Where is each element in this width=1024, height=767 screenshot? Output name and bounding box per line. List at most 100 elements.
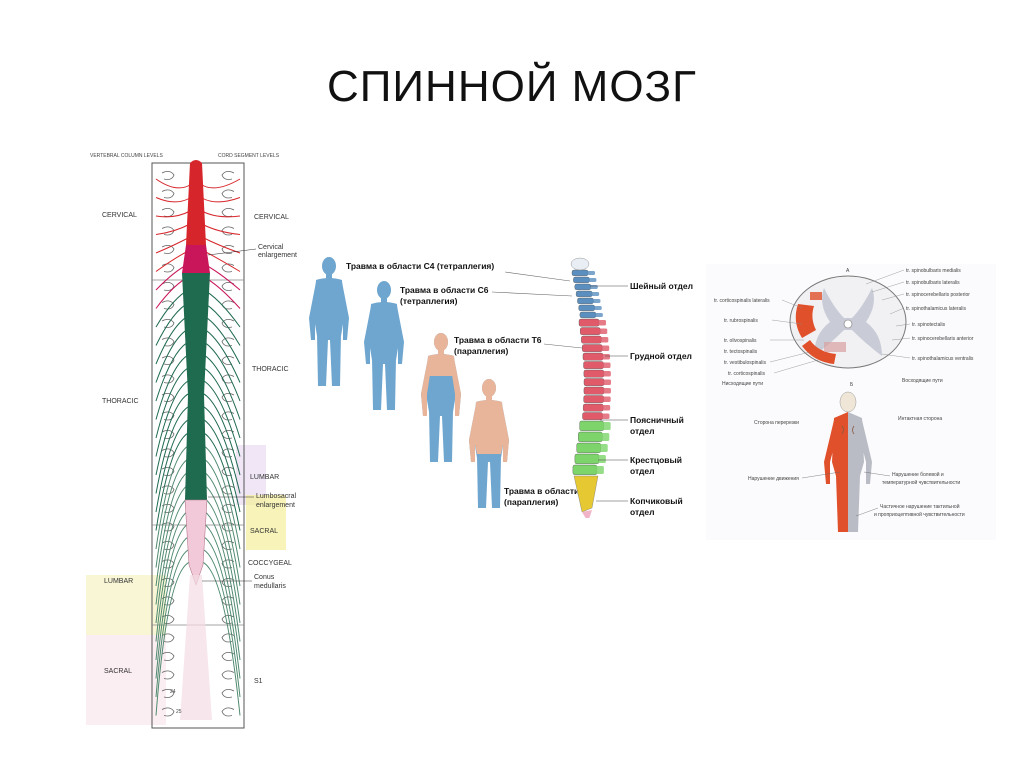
vertebra (580, 327, 601, 336)
vertebra-process (602, 388, 611, 394)
vertebra-process (602, 362, 611, 368)
nerve-root (201, 418, 241, 513)
skull-base (570, 257, 590, 271)
right-level-sacral: SACRAL (250, 528, 278, 535)
vertebra (578, 304, 595, 312)
vertebra (575, 290, 593, 298)
vertebra-curl (161, 467, 175, 476)
nerve-root (201, 197, 241, 203)
nerve-root (155, 392, 191, 476)
nerve-root (201, 392, 241, 476)
injury-l1-label-1: Травма в области L1 (504, 486, 592, 496)
nerve-root (201, 444, 241, 550)
vertebra-process (599, 444, 608, 452)
left-level-thoracic: THORACIC (102, 398, 139, 405)
vertebra-process (601, 433, 610, 441)
tract-label-r0: tr. spinobulbaris medialis (906, 268, 961, 274)
nerve-root (201, 210, 241, 218)
nerve-root (201, 431, 241, 531)
injury-c6-label-1: Травма в области C6 (400, 285, 489, 295)
tract-label-l3: tr. tectospinalis (724, 349, 758, 355)
nerve-root (155, 522, 191, 661)
lumbosacral-enlargement-label-1: Lumbosacral (256, 493, 297, 500)
tract-label-l4: tr. vestibulospinalis (724, 360, 766, 366)
left-level-cervical: CERVICAL (102, 212, 137, 219)
vertebra-curl (221, 504, 235, 513)
region-lumbar-label-2: отдел (630, 426, 655, 436)
nerve-root (201, 522, 241, 661)
tract-label-l0: tr. corticospinalis lateralis (714, 298, 770, 304)
sacrum (573, 475, 599, 513)
vertebra (583, 369, 605, 378)
vertebra-process (602, 405, 611, 411)
vertebra-curl (161, 189, 175, 199)
side-intact-label: Интактная сторона (898, 416, 942, 422)
vertebra-curl (221, 707, 235, 717)
vertebra (581, 335, 602, 344)
nerve-root (201, 470, 241, 587)
vertebra-curl (221, 374, 235, 384)
left-level-sacral: SACRAL (104, 668, 132, 675)
nerve-root (201, 561, 241, 716)
nerve-root (155, 210, 191, 218)
vertebra-curl (161, 393, 175, 402)
vertebra (574, 283, 591, 291)
nerve-root (201, 379, 241, 457)
nerve-root (155, 509, 191, 642)
vertebra-process (600, 337, 609, 343)
vertebra-process (589, 285, 598, 289)
lesion-anterior-tract (802, 340, 836, 364)
nerve-root (201, 535, 241, 679)
ascending-label: Восходящие пути (902, 378, 943, 384)
cord-cervical (186, 160, 206, 245)
tract-label-l1: tr. rubrospinalis (724, 318, 758, 324)
letter-b: Б (850, 382, 854, 388)
left-level-lumbar: LUMBAR (104, 578, 133, 585)
vertebra-curl (221, 689, 235, 698)
vertebra-curl (161, 485, 175, 495)
region-sacral-label-1: Крестцовый (630, 455, 682, 465)
nerve-root (201, 548, 241, 698)
vertebra-curl (161, 430, 175, 439)
nerve-root (155, 548, 191, 698)
vertebra-process (595, 466, 604, 474)
vertebra (579, 311, 597, 319)
vertebra-curl (221, 263, 235, 273)
cervical-enlargement-label-2: enlargement (258, 252, 297, 259)
region-cervical-label: Шейный отдел (630, 281, 693, 291)
nerve-root (155, 405, 191, 494)
vertebra-process (591, 292, 600, 296)
partial-label-1: Частичное нарушение тактильной (880, 503, 960, 510)
region-lumbar-label-1: Поясничный (630, 415, 684, 425)
vertebra-process (601, 345, 610, 351)
vertebra-curl (221, 282, 235, 291)
injury-c6-label-2: (тетраплегия) (400, 296, 458, 306)
nerve-root (155, 418, 191, 513)
pain-label-2: температурной чувствительности (882, 479, 960, 486)
vertebra (572, 464, 598, 476)
vertebra-curl (221, 337, 235, 347)
vertebra (577, 297, 594, 305)
tract-label-r2: tr. spinocerebellaris posterior (906, 292, 970, 298)
nerve-root (201, 405, 241, 494)
vertebra (578, 318, 600, 327)
figure-t6 (421, 333, 461, 462)
tract-label-l2: tr. olivospinalis (724, 338, 757, 344)
cord-thoracic (182, 273, 210, 500)
injury-levels-diagram: Травма в области C4 (тетраплегия) Травма… (300, 248, 700, 522)
vertebra-process (602, 396, 611, 402)
pain-label-1: Нарушение болевой и (892, 471, 944, 478)
vertebra-curl (161, 670, 175, 680)
vertebra (571, 269, 589, 277)
nerve-root (201, 366, 241, 439)
nerve-root (201, 457, 241, 568)
vertebra-curl (221, 356, 235, 365)
vertebra-process (602, 371, 611, 377)
vertebra (583, 395, 604, 404)
vertebra-curl (221, 226, 235, 236)
partial-label-2: и проприоцептивной чувствительности (874, 511, 965, 518)
vertebra-curl (161, 337, 175, 347)
region-coccyx-label-2: отдел (630, 507, 655, 517)
figure-c6 (364, 281, 404, 410)
injury-l1-label-2: (параплегия) (504, 497, 558, 507)
